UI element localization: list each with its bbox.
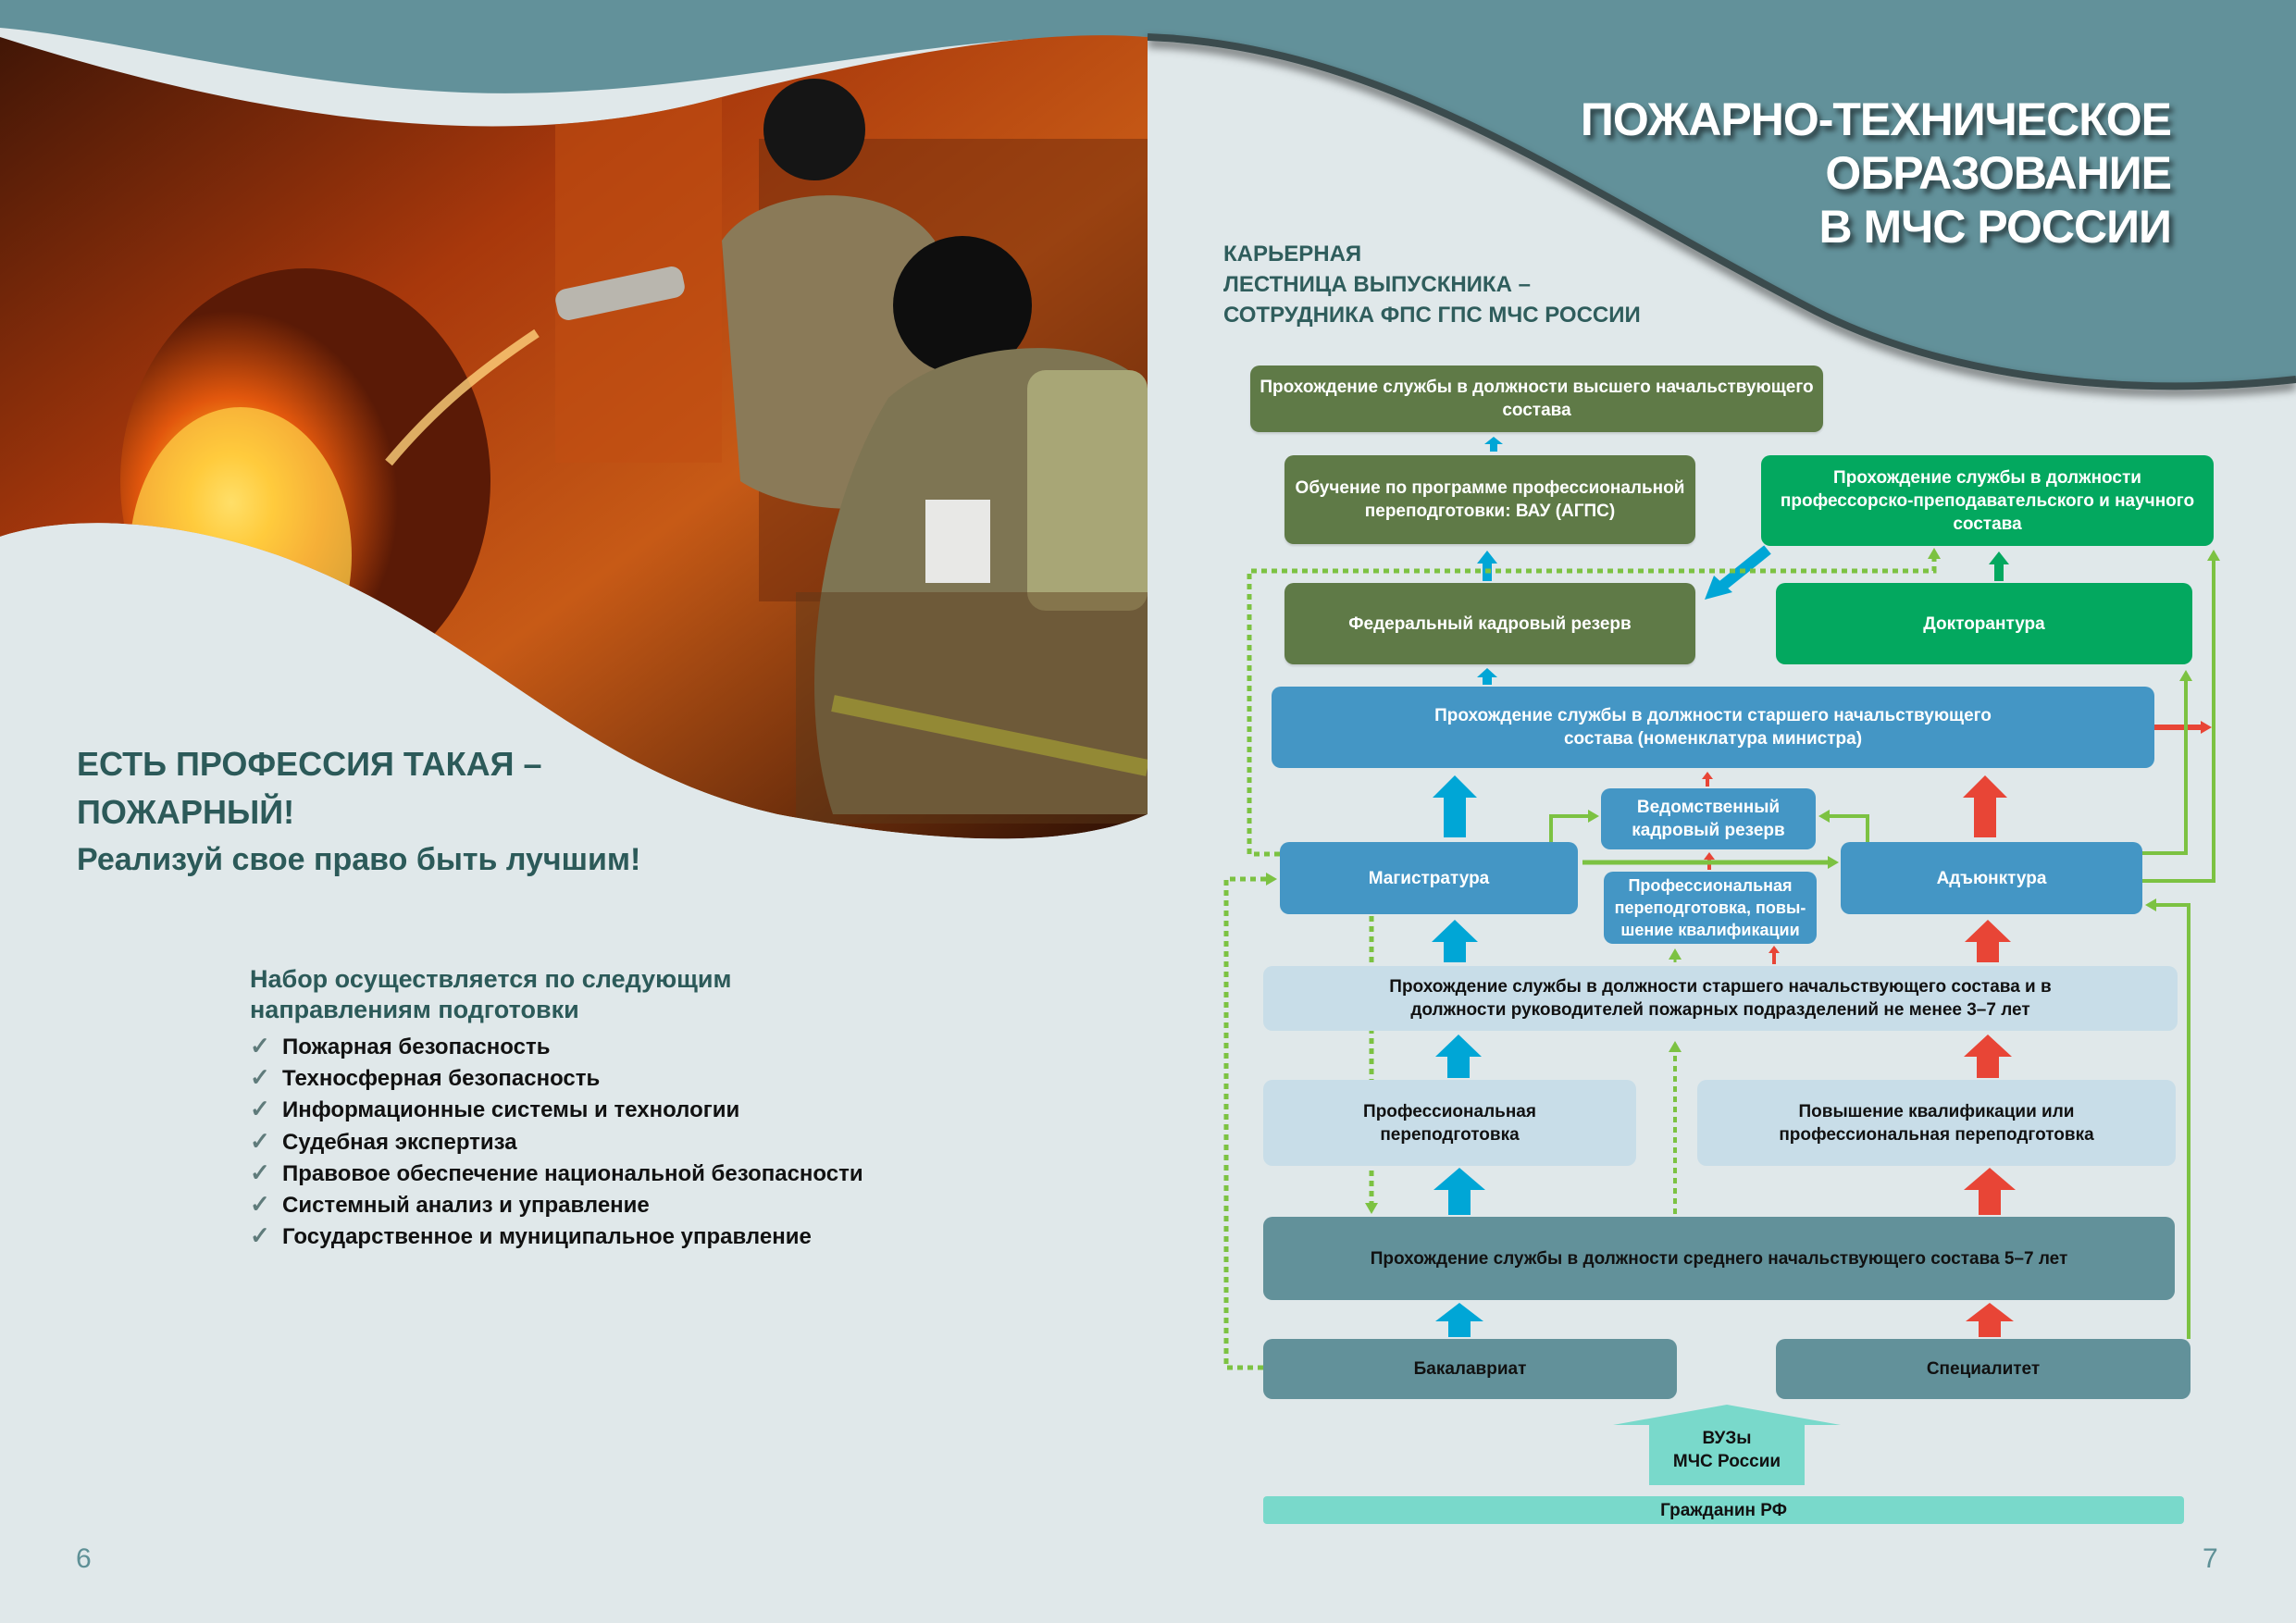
subtitle-line-3: СОТРУДНИКА ФПС ГПС МЧС РОССИИ: [1223, 303, 1641, 328]
training-direction-item: ✓ Правовое обеспечение национальной безоп…: [250, 1158, 863, 1189]
training-direction-label: Государственное и муниципальное управлен…: [282, 1224, 812, 1250]
subtitle-line-1: КАРЬЕРНАЯ: [1223, 242, 1362, 266]
training-direction-label: Правовое обеспечение национальной безопа…: [282, 1160, 863, 1186]
slogan-line-3: Реализуй свое право быть лучшим!: [77, 842, 641, 877]
training-direction-item: ✓ Техносферная безопасность: [250, 1062, 863, 1094]
box-senior-3-7: Прохождение службы в должности старшего …: [1263, 966, 2178, 1031]
recruitment-heading: Набор осуществляется по следующим направ…: [250, 964, 863, 1025]
training-direction-label: Техносферная безопасность: [282, 1066, 601, 1092]
box-specialist: Специалитет: [1776, 1339, 2191, 1399]
slogan-line-1: ЕСТЬ ПРОФЕССИЯ ТАКАЯ –: [77, 745, 542, 783]
title-line-3: В МЧС РОССИИ: [1818, 201, 2172, 253]
box-top-command: Прохождение службы в должности высшего н…: [1250, 365, 1823, 432]
page-number-left: 6: [76, 1543, 92, 1574]
universities-label: ВУЗы МЧС России: [1647, 1427, 1806, 1473]
box-bachelor: Бакалавриат: [1263, 1339, 1677, 1399]
career-ladder-subtitle: КАРЬЕРНАЯ ЛЕСТНИЦА ВЫПУСКНИКА – СОТРУДНИ…: [1223, 239, 1641, 330]
training-direction-item: ✓ Системный анализ и управление: [250, 1189, 863, 1220]
training-direction-item: ✓ Судебная экспертиза: [250, 1126, 863, 1158]
box-qualification: Повышение квалификации или профессиональ…: [1697, 1080, 2176, 1166]
subtitle-line-2: ЛЕСТНИЦА ВЫПУСКНИКА –: [1223, 272, 1531, 297]
recruitment-section: Набор осуществляется по следующим направ…: [250, 964, 863, 1252]
box-adjunct: Адъюнктура: [1841, 842, 2142, 914]
slogan: ЕСТЬ ПРОФЕССИЯ ТАКАЯ – ПОЖАРНЫЙ! Реализу…: [77, 740, 640, 883]
checkmark-icon: ✓: [250, 1190, 270, 1219]
training-direction-label: Судебная экспертиза: [282, 1129, 517, 1155]
checkmark-icon: ✓: [250, 1158, 270, 1186]
universities-line-2: МЧС России: [1672, 1452, 1781, 1471]
recruitment-heading-line-2: направлениям подготовки: [250, 996, 579, 1023]
box-federal-reserve: Федеральный кадровый резерв: [1285, 583, 1695, 664]
box-middle-5-7: Прохождение службы в должности среднего …: [1263, 1217, 2175, 1300]
box-prof-retraining: Профессиональная переподготовка: [1263, 1080, 1636, 1166]
box-departmental-reserve: Ведомственный кадровый резерв: [1601, 788, 1816, 849]
page-title: ПОЖАРНО-ТЕХНИЧЕСКОЕ ОБРАЗОВАНИЕ В МЧС РО…: [1580, 93, 2172, 254]
box-vau-training: Обучение по программе профессиональной п…: [1285, 455, 1695, 544]
box-masters: Магистратура: [1280, 842, 1578, 914]
recruitment-heading-line-1: Набор осуществляется по следующим: [250, 965, 732, 993]
training-direction-label: Системный анализ и управление: [282, 1193, 650, 1219]
training-direction-label: Пожарная безопасность: [282, 1035, 551, 1059]
training-directions-list: ✓ Пожарная безопасность ✓ Техносферная безо…: [250, 1031, 863, 1252]
box-senior-nomenclature: Прохождение службы в должности старшего …: [1272, 687, 2154, 768]
checkmark-icon: ✓: [250, 1063, 270, 1092]
checkmark-icon: ✓: [250, 1095, 270, 1123]
training-direction-item: ✓ Государственное и муниципальное управле…: [250, 1220, 863, 1252]
training-direction-label: Информационные системы и технологии: [282, 1097, 740, 1123]
box-doctorate: Докторантура: [1776, 583, 2192, 664]
checkmark-icon: ✓: [250, 1126, 270, 1155]
title-line-1: ПОЖАРНО-ТЕХНИЧЕСКОЕ: [1580, 93, 2172, 145]
box-faculty-service: Прохождение службы в должности профессор…: [1761, 455, 2214, 546]
checkmark-icon: ✓: [250, 1032, 270, 1059]
checkmark-icon: ✓: [250, 1221, 270, 1250]
title-line-2: ОБРАЗОВАНИЕ: [1825, 147, 2172, 199]
box-retraining-small: Профессиональная переподготовка, повы-ше…: [1604, 872, 1817, 944]
page-number-right: 7: [2203, 1543, 2218, 1574]
training-direction-item: ✓ Информационные системы и технологии: [250, 1094, 863, 1125]
box-citizen: Гражданин РФ: [1263, 1496, 2184, 1524]
training-direction-item: ✓ Пожарная безопасность: [250, 1031, 863, 1062]
slogan-line-2: ПОЖАРНЫЙ!: [77, 793, 295, 831]
universities-line-1: ВУЗы: [1702, 1429, 1752, 1448]
